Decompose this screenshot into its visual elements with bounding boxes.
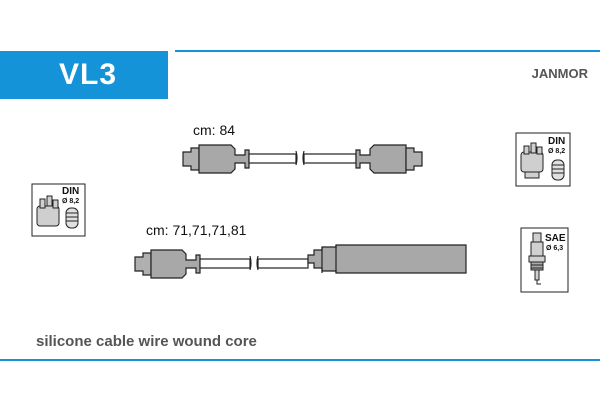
cable-1 xyxy=(182,144,423,174)
cable-2-wire-left xyxy=(199,258,251,269)
brand-name: JANMOR xyxy=(531,66,588,81)
cable-2-spark-plug-boot xyxy=(307,244,467,274)
cable-2-left-boot xyxy=(150,249,201,279)
coil-diameter-label: Ø 8,2 xyxy=(548,148,566,155)
spark-plug-standard-label: SAE xyxy=(545,233,566,244)
product-code-badge: VL3 xyxy=(0,51,168,99)
cable-1-wire-left xyxy=(248,153,297,164)
cable-1-left-boot xyxy=(198,144,250,174)
ignition-coil-icon xyxy=(515,132,571,187)
cable-1-left-terminal xyxy=(182,147,200,171)
cable-2-length: cm: 71,71,71,81 xyxy=(146,222,247,238)
spark-plug-icon xyxy=(520,227,569,293)
cable-2-left-terminal xyxy=(134,252,152,276)
header-rule xyxy=(175,50,600,52)
cable-1-right-boot xyxy=(355,144,407,174)
cable-1-length: cm: 84 xyxy=(193,122,236,138)
spark-plug-diameter-label: Ø 6,3 xyxy=(546,245,564,252)
distributor-standard-label: DIN xyxy=(62,186,80,197)
footer-rule xyxy=(0,359,600,361)
cable-2-wire-right xyxy=(257,258,309,269)
distributor-diameter-label: Ø 8,2 xyxy=(62,198,80,205)
distributor-cap-icon xyxy=(31,183,86,237)
cable-1-right-terminal xyxy=(405,147,423,171)
cable-description: silicone cable wire wound core xyxy=(36,333,257,350)
cable-2 xyxy=(134,244,467,279)
cable-1-wire-right xyxy=(303,153,357,164)
coil-standard-label: DIN xyxy=(548,136,566,147)
